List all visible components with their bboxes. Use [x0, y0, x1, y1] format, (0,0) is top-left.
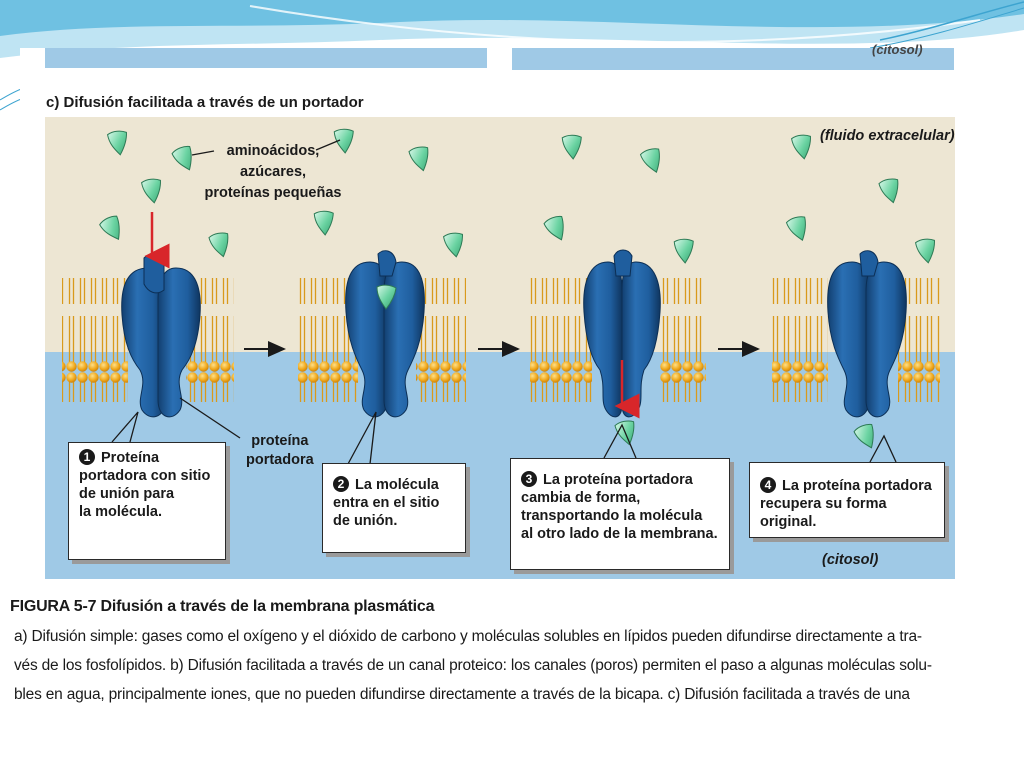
carrier-protein-label-line-2: portadora — [246, 452, 314, 468]
figure-caption-line-2: vés de los fosfolípidos. b) Difusión fac… — [14, 657, 932, 674]
step-4-callout: 4 La proteína portadora recupera su forma… — [749, 462, 945, 538]
step-3-line-4: al otro lado de la membrana. — [521, 526, 718, 542]
solute-label-line-2: azúcares, — [239, 164, 307, 180]
solute-molecule — [376, 284, 397, 310]
solute-molecule — [208, 232, 229, 258]
step-1-line-4: la molécula. — [79, 504, 163, 520]
solute-molecule — [107, 130, 127, 156]
step-3-number: 3 — [521, 471, 537, 487]
section-title: c) Difusión facilitada a través de un po… — [46, 94, 364, 111]
step-1-callout: 1 Proteína portadora con sitio de unión p… — [68, 442, 226, 560]
step-1-line-3: de unión para — [79, 486, 175, 502]
step-3-line-3: transportando la molécula — [521, 508, 703, 524]
step-3-line-1: La proteína portadora — [543, 472, 693, 488]
figure-caption-line-3: bles en agua, principalmente iones, que … — [14, 686, 910, 703]
solute-molecule — [878, 178, 899, 204]
step-4-line-2: recupera su forma original. — [760, 496, 887, 530]
solute-molecule — [313, 210, 334, 236]
carrier-protein-shape-change — [583, 249, 661, 418]
step-2-line-3: de unión. — [333, 513, 398, 529]
figure-caption-line-1: a) Difusión simple: gases como el oxígen… — [14, 628, 922, 645]
step-2-line-1: La molécula — [355, 477, 439, 493]
step-4-number: 4 — [760, 477, 776, 493]
cytosol-label: (citosol) — [822, 552, 879, 568]
step-1-line-2: portadora con sitio — [79, 468, 211, 484]
carrier-protein-bound — [345, 250, 425, 418]
step-1-line-1: Proteína — [101, 450, 160, 466]
solute-molecule — [639, 148, 660, 174]
solute-label-line-1: aminoácidos, — [226, 143, 320, 159]
solute-molecule — [561, 134, 582, 160]
solute-molecule — [171, 145, 192, 171]
step-1-number: 1 — [79, 449, 95, 465]
step-4-line-1: La proteína portadora — [782, 478, 932, 494]
carrier-protein-label: proteína portadora — [246, 432, 314, 470]
step-2-number: 2 — [333, 476, 349, 492]
leader-lines — [111, 139, 897, 465]
solute-molecule — [543, 215, 564, 241]
solute-molecule — [408, 146, 429, 172]
solute-molecule — [673, 238, 694, 264]
solute-molecule — [333, 128, 354, 154]
solute-molecule — [791, 134, 811, 160]
extracellular-label: (fluido extracelular) — [820, 128, 955, 144]
top-right-fragment: (citosol) — [872, 42, 923, 57]
membrane-panel-3 — [530, 278, 706, 402]
carrier-protein-label-line-1: proteína — [251, 433, 309, 449]
solute-molecule — [614, 420, 635, 446]
solute-label-line-3: proteínas pequeñas — [204, 185, 342, 201]
step-2-callout: 2 La molécula entra en el sitio de unión. — [322, 463, 466, 553]
solute-molecule — [785, 216, 806, 242]
solute-molecule — [915, 238, 935, 264]
solute-molecule — [443, 232, 463, 258]
step-3-line-2: cambia de forma, — [521, 490, 641, 506]
solute-molecule — [853, 423, 874, 449]
solute-molecule — [141, 178, 161, 204]
solute-label: aminoácidos, azúcares, proteínas pequeña… — [205, 141, 342, 204]
step-2-line-2: entra en el sitio — [333, 495, 440, 511]
upper-panel-fragment-left — [45, 48, 487, 68]
solute-molecule — [99, 215, 120, 240]
upper-panel-fragment-right — [512, 48, 954, 70]
carrier-protein-restored — [827, 250, 907, 418]
solute-molecules — [99, 128, 935, 449]
figure-caption-title: FIGURA 5-7 Difusión a través de la membr… — [10, 598, 435, 615]
